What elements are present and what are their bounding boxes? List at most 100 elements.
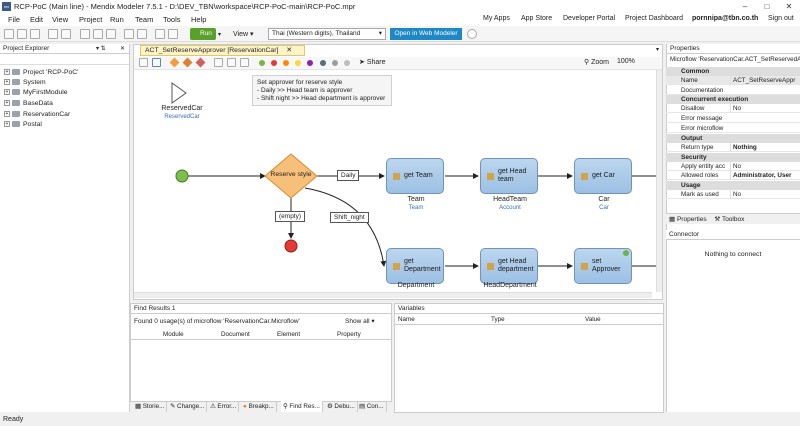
prop-section-output[interactable]: Output: [666, 134, 800, 143]
loop-icon[interactable]: [214, 58, 223, 67]
col-type[interactable]: Type: [491, 316, 505, 323]
link-my-apps[interactable]: My Apps: [483, 15, 510, 22]
zoom-control[interactable]: ⚲ Zoom: [584, 59, 609, 66]
col-document[interactable]: Document: [221, 331, 250, 338]
split-icon[interactable]: [182, 57, 193, 68]
commit-icon[interactable]: [124, 29, 134, 39]
tab-toolbox[interactable]: ⚒ Toolbox: [714, 216, 745, 223]
help-icon[interactable]: [467, 29, 477, 39]
prop-section-concurrent[interactable]: Concurrent execution: [666, 95, 800, 104]
tab-console[interactable]: ▤ Con...: [357, 401, 387, 412]
event-icon[interactable]: [332, 60, 338, 66]
menu-view[interactable]: View: [52, 15, 69, 24]
expand-icon[interactable]: +: [4, 69, 10, 76]
menu-tools[interactable]: Tools: [163, 15, 181, 24]
col-property[interactable]: Property: [337, 331, 361, 338]
merge-icon[interactable]: [195, 57, 206, 68]
action-get-department[interactable]: get Department: [386, 248, 444, 284]
run-button[interactable]: Run: [190, 28, 216, 40]
pin-icon[interactable]: ▾ ⇅: [96, 46, 106, 52]
view-button[interactable]: View ▾: [233, 31, 254, 38]
tree-item-myfirstmodule[interactable]: +MyFirstModule: [4, 89, 68, 96]
cut-icon[interactable]: [80, 29, 90, 39]
expand-icon[interactable]: +: [4, 100, 10, 107]
col-module[interactable]: Module: [163, 331, 184, 338]
break-event-icon[interactable]: [307, 60, 313, 66]
tab-breakpoints[interactable]: ● Breakp...: [241, 401, 277, 412]
show-all-select[interactable]: Show all ▾: [345, 318, 375, 325]
annotation-note[interactable]: Set approver for reserve style - Daily >…: [252, 75, 392, 106]
tab-errors[interactable]: ⚠ Error...: [208, 401, 240, 412]
expand-icon[interactable]: +: [4, 79, 10, 86]
parameter-icon[interactable]: [227, 58, 236, 67]
prop-section-security[interactable]: Security: [666, 153, 800, 162]
tab-list-icon[interactable]: ▾: [656, 47, 660, 53]
menu-edit[interactable]: Edit: [30, 15, 43, 24]
link-project-dashboard[interactable]: Project Dashboard: [625, 15, 683, 22]
start-event-icon[interactable]: [259, 60, 265, 66]
user-email[interactable]: pornnipa@tbn.co.th: [692, 15, 759, 22]
tree-item-system[interactable]: +System: [4, 79, 46, 86]
action-get-head-department[interactable]: get Head department: [480, 248, 538, 284]
activity-icon[interactable]: [152, 58, 161, 67]
col-element[interactable]: Element: [277, 331, 301, 338]
document-tab[interactable]: ACT_SetReserveApprover [ReservationCar] …: [140, 45, 305, 56]
menu-team[interactable]: Team: [135, 15, 154, 24]
start-event[interactable]: [175, 169, 189, 183]
tab-find-results[interactable]: ⚲ Find Res...: [281, 401, 323, 412]
sign-out-link[interactable]: Sign out: [768, 15, 794, 22]
event-icon[interactable]: [320, 60, 326, 66]
tab-stories[interactable]: ▩ Storie...: [133, 401, 168, 412]
share-button[interactable]: ➤ Share: [359, 58, 386, 66]
prop-section-usage[interactable]: Usage: [666, 181, 800, 190]
save-icon[interactable]: [30, 29, 40, 39]
end-event-icon[interactable]: [271, 60, 277, 66]
pointer-icon[interactable]: [139, 58, 148, 67]
flow-shift-night[interactable]: [304, 187, 387, 267]
close-tab-icon[interactable]: ✕: [286, 47, 292, 54]
update-icon[interactable]: [137, 29, 147, 39]
menu-project[interactable]: Project: [79, 15, 103, 24]
menu-help[interactable]: Help: [191, 15, 207, 24]
language-select[interactable]: Thai (Western digits), Thailand▾: [268, 28, 386, 40]
tree-item-reservationcar[interactable]: +ReservationCar: [4, 111, 71, 118]
tab-properties[interactable]: ▦ Properties: [669, 216, 707, 223]
open-web-modeler-button[interactable]: Open in Web Modeler: [390, 28, 462, 40]
paste-icon[interactable]: [106, 29, 116, 39]
parameter-shape[interactable]: [171, 82, 187, 104]
menu-run[interactable]: Run: [110, 15, 124, 24]
tree-item-basedata[interactable]: +BaseData: [4, 100, 53, 107]
deploy-icon[interactable]: [168, 29, 178, 39]
action-get-car[interactable]: get Car: [574, 158, 632, 194]
maximize-button[interactable]: □: [764, 2, 770, 11]
redo-icon[interactable]: [61, 29, 71, 39]
col-name[interactable]: Name: [398, 316, 415, 323]
menu-file[interactable]: File: [8, 15, 21, 24]
end-event[interactable]: [284, 239, 298, 253]
prop-row-documentation[interactable]: Documentation: [666, 86, 800, 95]
horizontal-scrollbar[interactable]: [134, 292, 652, 298]
continue-event-icon[interactable]: [295, 60, 301, 66]
open-icon[interactable]: [17, 29, 27, 39]
error-list-icon[interactable]: [155, 29, 165, 39]
decision-icon[interactable]: [169, 57, 180, 68]
link-developer-portal[interactable]: Developer Portal: [563, 15, 616, 22]
copy-icon[interactable]: [93, 29, 103, 39]
link-app-store[interactable]: App Store: [521, 15, 553, 22]
tree-item-project[interactable]: +Project 'RCP-PoC': [4, 69, 79, 76]
vertical-scrollbar[interactable]: [656, 70, 662, 292]
minimize-button[interactable]: –: [742, 2, 748, 11]
prop-section-common[interactable]: Common: [666, 67, 800, 76]
action-get-head-team[interactable]: get Head team: [480, 158, 538, 194]
decision-shape[interactable]: [264, 153, 318, 199]
error-event-icon[interactable]: [283, 60, 289, 66]
tab-changes[interactable]: ✎ Change...: [168, 401, 208, 412]
col-value[interactable]: Value: [585, 316, 601, 323]
new-icon[interactable]: [4, 29, 14, 39]
